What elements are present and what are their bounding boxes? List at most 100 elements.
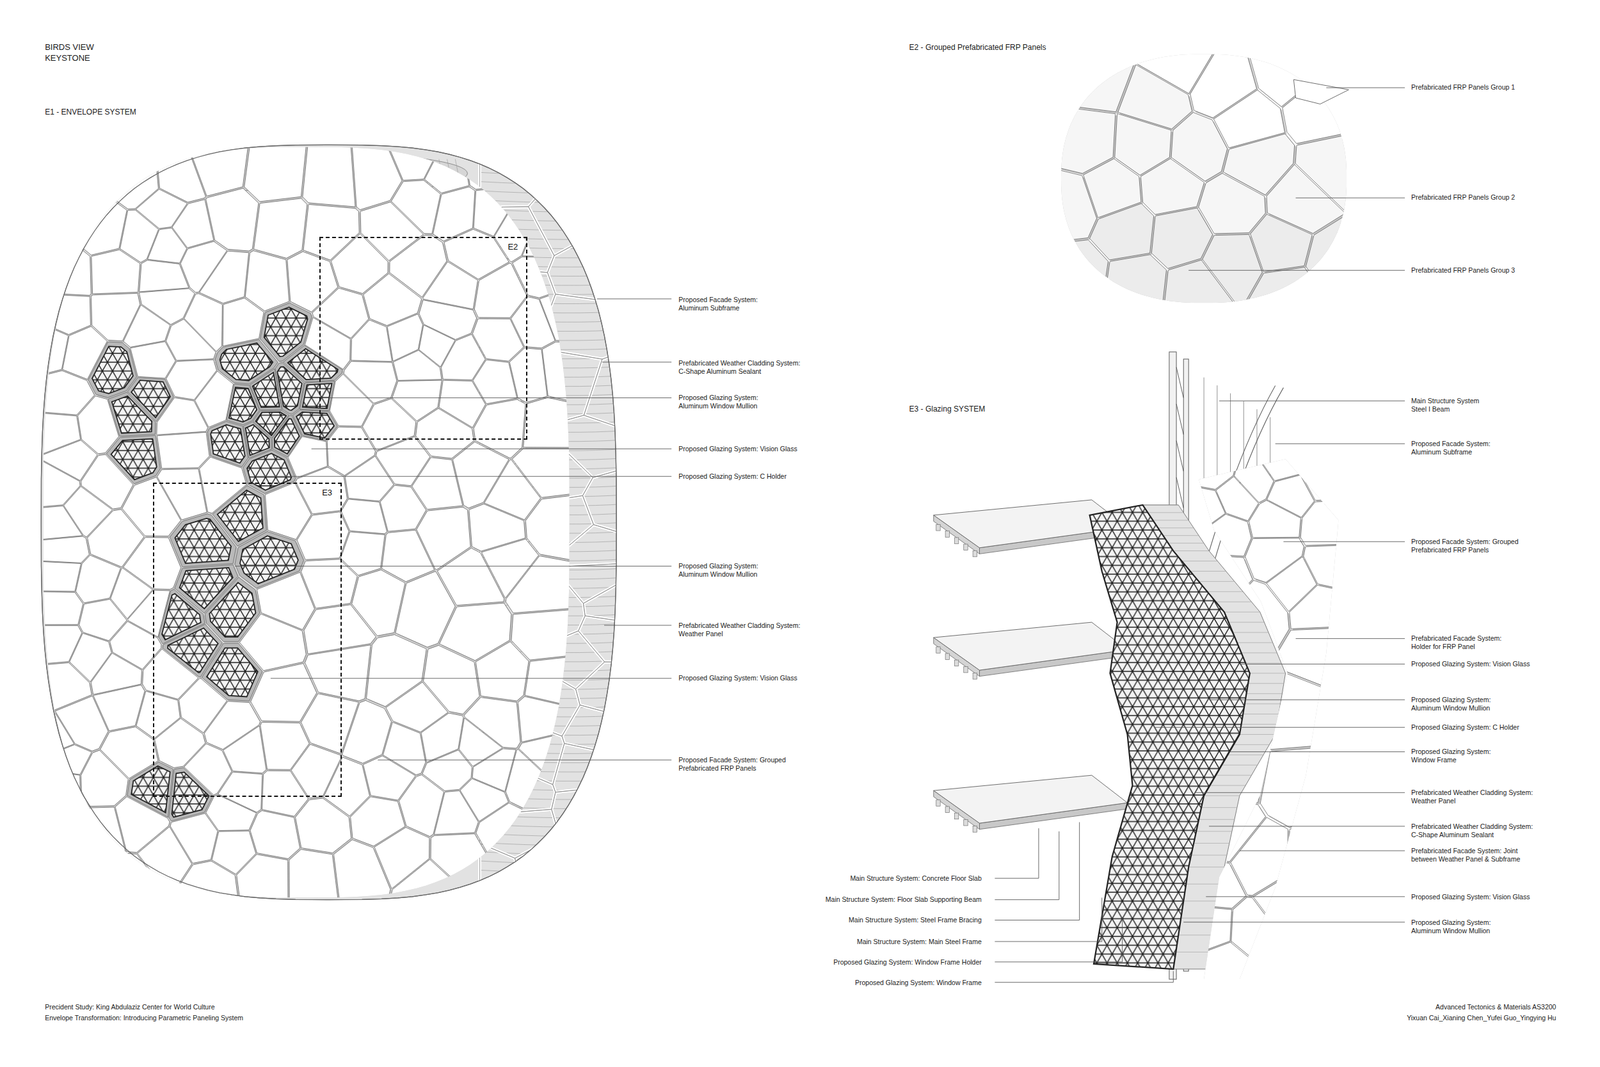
- subframe-tube: [579, 185, 625, 246]
- vision-glass: [161, 593, 201, 640]
- subframe-tube: [552, 836, 600, 903]
- frp-panel: [382, 529, 435, 582]
- weather-panel-rib: [1249, 672, 1286, 674]
- frp-panel: [157, 144, 206, 203]
- vision-glass: [264, 307, 308, 357]
- callout-label: Prefabricated FRP Panels Group 2: [1411, 193, 1515, 202]
- weather-panel-rib: [1175, 951, 1212, 953]
- frp-panel: [391, 180, 441, 234]
- frp-panel: [41, 821, 82, 854]
- frp-panel: [475, 641, 529, 701]
- subframe-tube: [584, 830, 625, 904]
- weather-panel-rib: [1245, 662, 1282, 664]
- glazing-drawing: [933, 352, 1348, 986]
- slab-beam: [954, 812, 959, 820]
- weather-panel-rib: [1196, 830, 1232, 832]
- frp-panel: [519, 862, 571, 903]
- concrete-floor-slab: [933, 775, 1128, 824]
- subframe-edge: [515, 835, 561, 904]
- frp-panel: [156, 432, 210, 468]
- callout-label: Prefabricated Weather Cladding System: C…: [1411, 822, 1538, 840]
- frp-panel-shadow: [43, 869, 84, 905]
- frp-panel: [387, 143, 442, 181]
- panel-cluster: [1051, 46, 1359, 313]
- leader-line: [1219, 400, 1405, 402]
- weather-panel-rib: [480, 888, 625, 891]
- leader-line: [1188, 270, 1405, 271]
- frp-panel: [434, 790, 479, 834]
- frp-panel: [472, 359, 518, 404]
- vision-glass: [210, 424, 246, 464]
- frp-panel: [260, 721, 310, 770]
- frp-panel: [421, 712, 464, 763]
- frp-panel: [289, 849, 339, 902]
- frp-panel: [68, 848, 115, 902]
- frp-panel: [1282, 48, 1357, 144]
- subframe-edge: [528, 183, 587, 256]
- callout-label: Proposed Glazing System: Window Frame Ho…: [833, 958, 982, 967]
- subframe-edge: [561, 705, 625, 757]
- frp-panel: [157, 469, 207, 521]
- footer-note: Advanced Tectonics & Materials AS3200: [1435, 1002, 1556, 1012]
- weather-panel-rib: [480, 163, 625, 166]
- frp-panel: [78, 143, 118, 196]
- leader-line: [1183, 921, 1405, 923]
- frp-panel: [287, 251, 338, 312]
- leader-line: [1296, 638, 1406, 639]
- frp-panel: [1293, 79, 1349, 104]
- subframe-edge: [563, 524, 625, 567]
- frp-panel: [244, 143, 307, 202]
- frp-panel: [393, 350, 442, 381]
- subframe-member: [1203, 377, 1205, 480]
- frp-panels: [41, 143, 574, 905]
- frp-panel: [344, 456, 394, 502]
- frp-panel: [236, 854, 288, 902]
- weather-panel-rib: [1191, 855, 1227, 856]
- frp-panel: [295, 467, 347, 514]
- leader-line: [1195, 792, 1405, 793]
- vision-glass: [277, 366, 302, 411]
- frp-panel: [130, 341, 176, 379]
- slab-beam: [954, 537, 959, 544]
- frp-panel: [392, 380, 442, 422]
- subframe-tube: [541, 142, 600, 192]
- slab-beam: [936, 524, 941, 531]
- subframe-tube: [550, 294, 625, 360]
- frp-panel: [1194, 626, 1278, 719]
- slab-beam: [936, 647, 941, 654]
- frp-panel: [512, 824, 571, 867]
- weather-panel-rib: [1224, 611, 1261, 613]
- weather-panel-rib: [1241, 723, 1278, 725]
- subframe-edge: [583, 350, 625, 429]
- frp-panel: [1267, 474, 1315, 518]
- frp-panel: [1253, 875, 1335, 937]
- leader-line: [1283, 541, 1405, 543]
- frp-panel: [261, 770, 308, 816]
- keystone-frame: E2: [319, 236, 528, 440]
- subframe-tube: [583, 350, 625, 429]
- frp-panel-shadow: [80, 145, 120, 198]
- callout-label: Main Structure System Steel I Beam: [1411, 396, 1484, 414]
- keystone-frame: E3: [152, 482, 342, 797]
- frp-panel: [1194, 486, 1226, 536]
- vision-glass: [247, 453, 292, 490]
- frp-panel: [351, 320, 393, 362]
- weather-panel-rib: [1228, 622, 1265, 623]
- frp-panel: [81, 750, 129, 806]
- callout-label: Proposed Glazing System: Window Frame: [1411, 747, 1496, 765]
- frp-panel: [352, 569, 406, 636]
- frp-panel: [41, 836, 74, 872]
- frp-panel: [81, 807, 126, 859]
- subframe-tube: [582, 468, 625, 534]
- frp-panel: [1211, 580, 1289, 654]
- callout-label: Proposed Glazing System: Vision Glass: [1411, 892, 1530, 902]
- weather-panel-rib: [1198, 581, 1235, 582]
- callout-label: Main Structure System: Main Steel Frame: [856, 937, 982, 946]
- frp-panel-shadow: [1196, 720, 1270, 805]
- weather-panel-rib: [480, 879, 625, 882]
- weather-panel-rib: [1198, 819, 1235, 820]
- frp-panel: [110, 143, 166, 174]
- weather-panel-rib: [1193, 842, 1230, 844]
- subframe-member: [1230, 393, 1231, 480]
- subframe-tube: [576, 661, 625, 717]
